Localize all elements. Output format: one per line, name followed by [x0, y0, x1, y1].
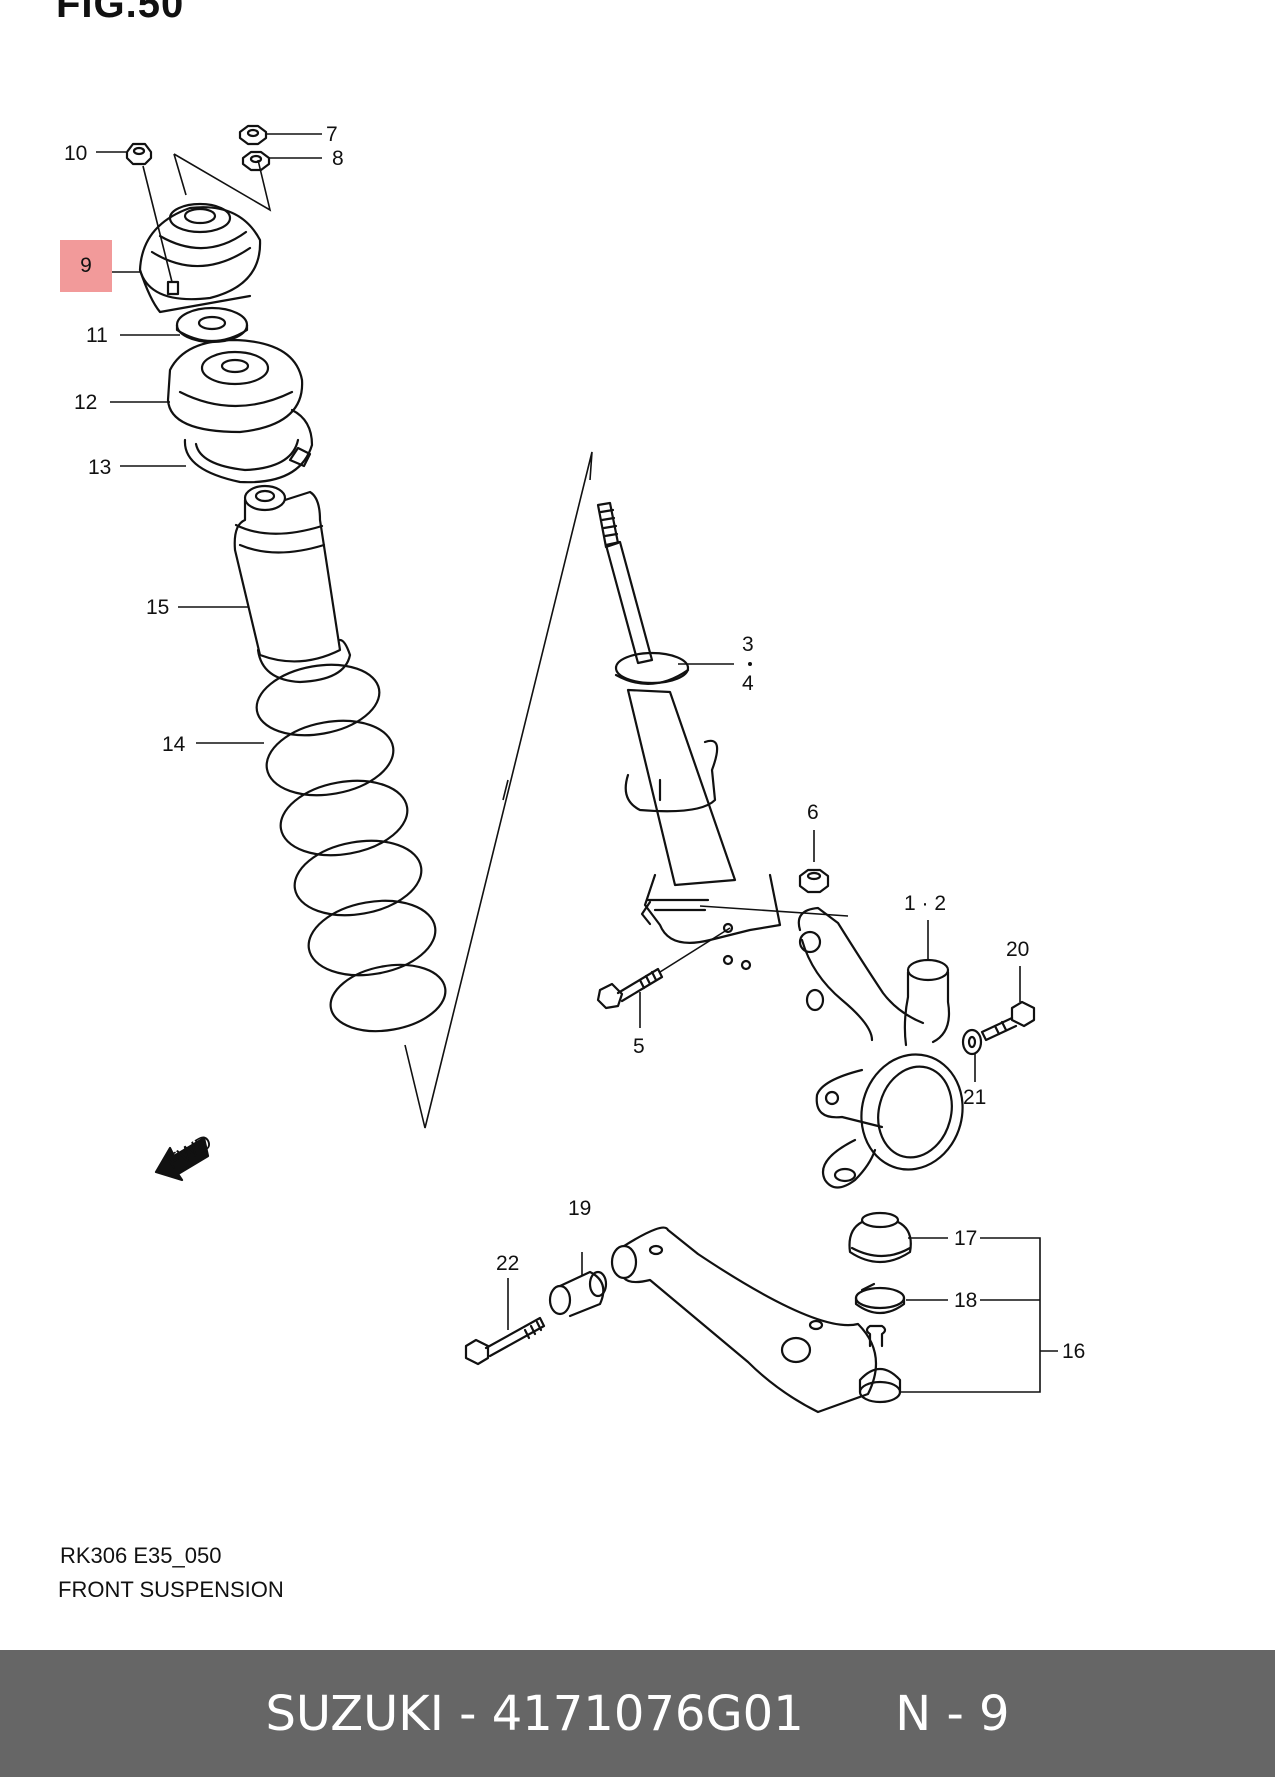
- coil-spring-14-icon: [255, 663, 447, 1033]
- seat-13-icon: [183, 408, 314, 484]
- callout-15[interactable]: 15: [146, 596, 169, 619]
- clip-18-icon: [854, 1282, 906, 1315]
- callout-14[interactable]: 14: [162, 733, 186, 756]
- figure-label: FIG.50: [56, 0, 185, 26]
- callout-11[interactable]: 11: [86, 324, 108, 347]
- spring-seat-12-icon: [166, 338, 304, 434]
- footer-part-number: 4171076G01: [491, 1685, 804, 1742]
- callout-13[interactable]: 13: [88, 456, 111, 479]
- callout-6[interactable]: 6: [807, 801, 819, 824]
- steering-knuckle-1-2-icon: [797, 906, 964, 1189]
- footer-bar: SUZUKI - 4171076G01 N - 9: [0, 1650, 1275, 1777]
- strut-mount-9-icon: [138, 202, 262, 314]
- bearing-11-icon: [175, 306, 249, 344]
- footer-separator: -: [443, 1685, 492, 1742]
- bolt-20-icon: [980, 1000, 1036, 1042]
- callout-17[interactable]: 17: [954, 1227, 977, 1250]
- callout-21[interactable]: 21: [963, 1086, 986, 1109]
- callout-4[interactable]: 4: [742, 672, 754, 695]
- callout-5[interactable]: 5: [633, 1035, 645, 1058]
- callout-22[interactable]: 22: [496, 1252, 519, 1275]
- washer-21-icon: [961, 1028, 983, 1056]
- diagram-name: FRONT SUSPENSION: [58, 1577, 284, 1602]
- nut-10-icon: [125, 142, 153, 166]
- control-arm-16-icon: [610, 1226, 902, 1414]
- bushing-19-icon: [548, 1270, 608, 1318]
- callout-16[interactable]: 16: [1062, 1340, 1085, 1363]
- callout-10[interactable]: 10: [64, 142, 87, 165]
- bolt-22-icon: [464, 1316, 546, 1366]
- strut-3-icon: [596, 501, 782, 971]
- footer-brand: SUZUKI: [265, 1685, 444, 1742]
- diagram-code: RK306 E35_050: [60, 1543, 222, 1568]
- callout-19[interactable]: 19: [568, 1197, 591, 1220]
- forward-arrow-icon: FWD: [154, 1130, 216, 1182]
- callout-20[interactable]: 20: [1006, 938, 1029, 961]
- ball-joint-boot-17-icon: [848, 1211, 912, 1263]
- highlighted-callout-box[interactable]: [60, 240, 112, 292]
- highlighted-callout-label[interactable]: 9: [80, 254, 92, 277]
- bolt-5-icon: [596, 967, 664, 1010]
- dust-boot-15-icon: [233, 484, 352, 684]
- nut-7-icon: [238, 124, 268, 146]
- nut-6-icon: [798, 868, 830, 894]
- callout-12[interactable]: 12: [74, 391, 97, 414]
- washer-8-icon: [241, 150, 271, 172]
- callout-18[interactable]: 18: [954, 1289, 977, 1312]
- callout-3[interactable]: 3: [742, 633, 754, 656]
- callout-8[interactable]: 8: [332, 147, 344, 170]
- footer-position: N - 9: [895, 1685, 1010, 1742]
- callout-1-2[interactable]: 1 · 2: [904, 892, 946, 915]
- callout-7[interactable]: 7: [326, 123, 338, 146]
- exploded-parts-diagram: FWD 10 7 8: [64, 123, 1085, 1414]
